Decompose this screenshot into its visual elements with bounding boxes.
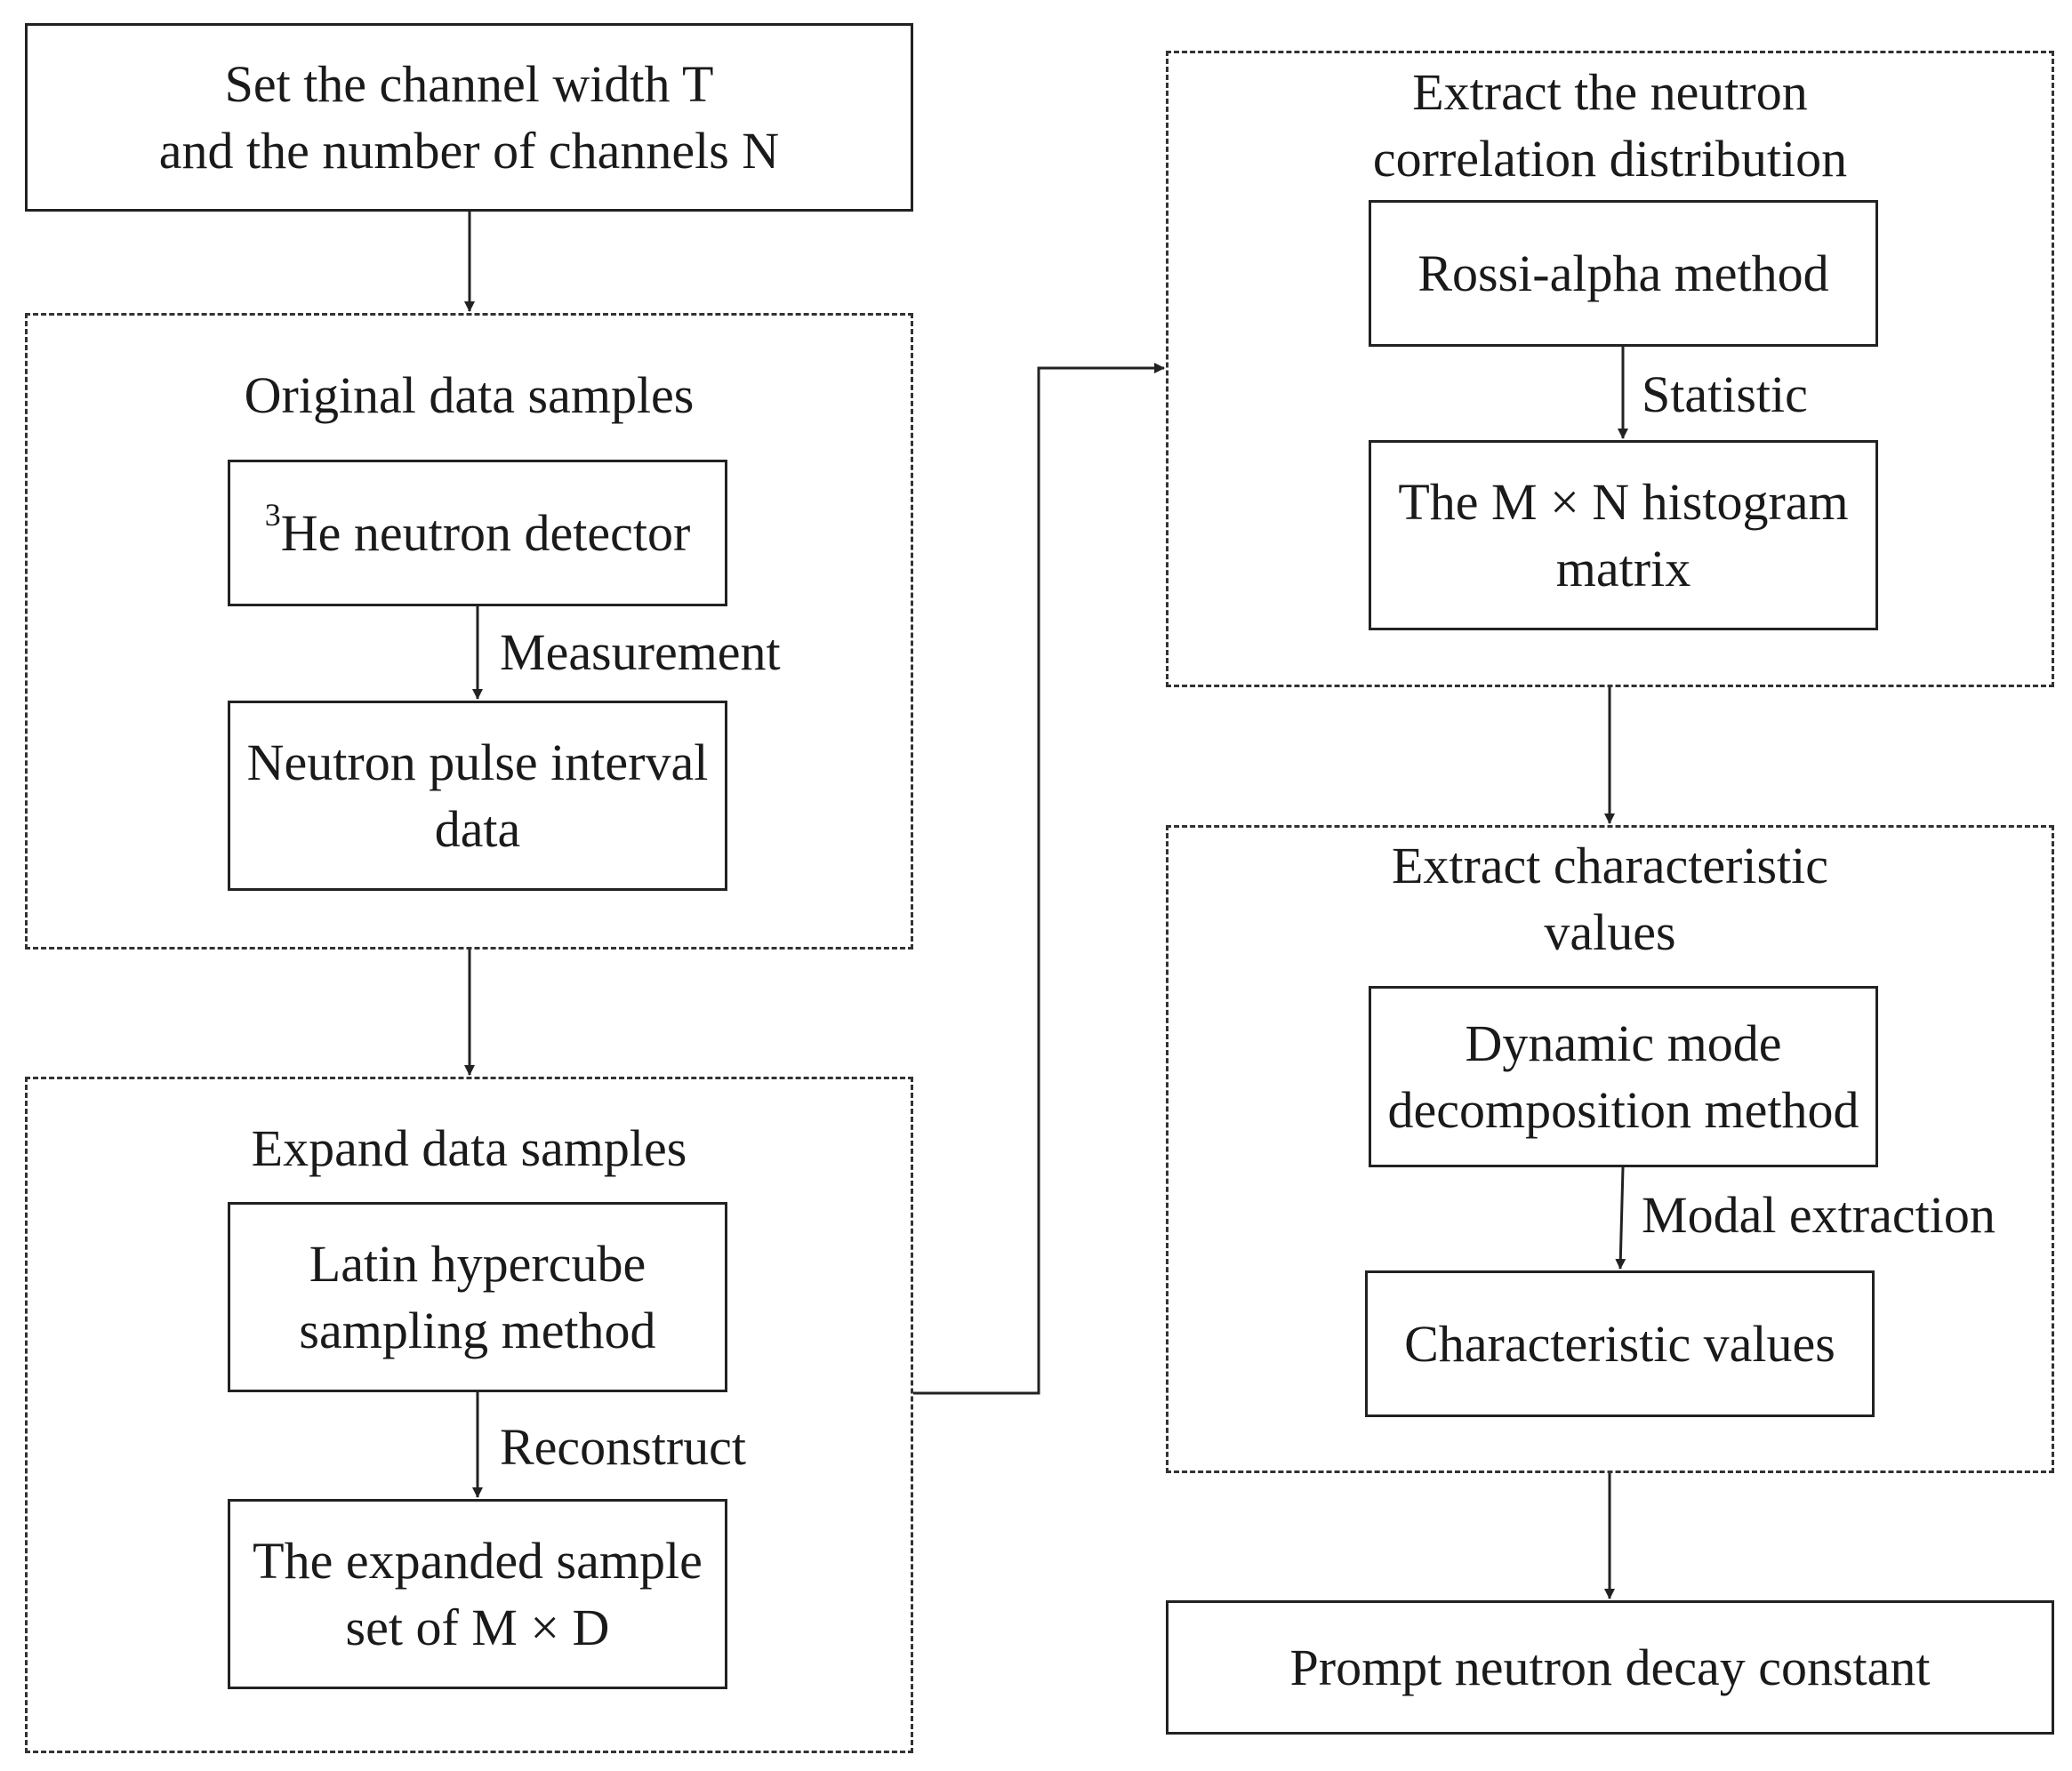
group-expand-data-samples: [25, 1077, 913, 1753]
node-he3-detector: 3He neutron detector: [228, 460, 727, 606]
arrow-expand-to-correlation: [913, 363, 1165, 1395]
group-original-data-samples: [25, 313, 913, 950]
group-title-characteristic: Extract characteristic values: [1391, 837, 1829, 961]
node-prompt-decay-constant: Prompt neutron decay constant: [1166, 1600, 2054, 1735]
node-characteristic-values: Characteristic values: [1365, 1270, 1875, 1417]
group-title-original: Original data samples: [244, 366, 695, 424]
group-title-expand: Expand data samples: [251, 1119, 687, 1177]
group-title-correlation: Extract the neutron correlation distribu…: [1372, 63, 1848, 188]
group-extract-correlation: [1166, 51, 2054, 687]
node-rossi-alpha: Rossi-alpha method: [1369, 200, 1878, 347]
edge-label-reconstruct: Reconstruct: [500, 1418, 747, 1476]
edge-label-measurement: Measurement: [500, 623, 781, 681]
group-extract-characteristic: [1166, 825, 2054, 1473]
edge-label-statistic: Statistic: [1642, 365, 1808, 423]
arrow-modal-extraction: [1615, 1166, 1626, 1270]
edge-label-modal-extraction: Modal extraction: [1642, 1186, 1996, 1244]
